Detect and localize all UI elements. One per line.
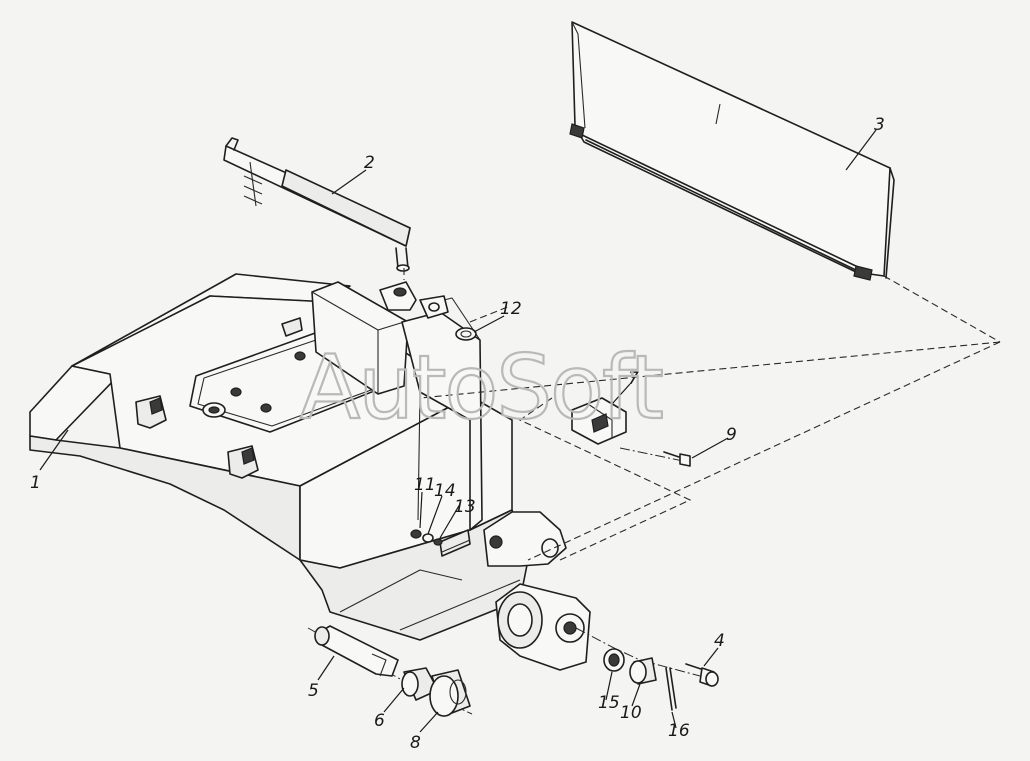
callout-12: 12 bbox=[500, 299, 522, 319]
callout-labels: 1 2 3 4 5 6 7 8 9 10 11 12 13 14 15 16 bbox=[30, 115, 885, 753]
callout-2: 2 bbox=[364, 153, 375, 173]
part-7-clip bbox=[571, 397, 627, 445]
callout-7: 7 bbox=[628, 369, 639, 389]
callout-6: 6 bbox=[374, 711, 385, 731]
part-9-screw bbox=[663, 451, 691, 467]
callout-3: 3 bbox=[874, 115, 885, 135]
callout-leaders bbox=[39, 129, 877, 733]
part-11-14-13-hardware bbox=[410, 529, 443, 546]
part-12-washer bbox=[455, 327, 477, 341]
callout-11: 11 bbox=[414, 475, 436, 495]
part-5-shaft bbox=[314, 625, 399, 677]
part-2-bracket-bar bbox=[223, 137, 411, 272]
callout-4: 4 bbox=[714, 631, 725, 651]
part-16-cotter-pin bbox=[665, 667, 677, 711]
callout-16: 16 bbox=[668, 721, 690, 741]
callout-1: 1 bbox=[30, 473, 41, 493]
callout-5: 5 bbox=[308, 681, 319, 701]
part-8-roller bbox=[429, 669, 471, 717]
part-10-nut bbox=[629, 657, 657, 685]
callout-14: 14 bbox=[434, 481, 456, 501]
callout-13: 13 bbox=[454, 497, 476, 517]
callout-15: 15 bbox=[598, 693, 620, 713]
callout-10: 10 bbox=[620, 703, 642, 723]
watermark-text: AutoSoft bbox=[300, 336, 662, 439]
part-3-rear-shield bbox=[569, 21, 895, 281]
callout-9: 9 bbox=[726, 425, 737, 445]
part-4-bolt bbox=[685, 663, 719, 687]
part-1-main-housing bbox=[29, 273, 591, 671]
callout-8: 8 bbox=[410, 733, 421, 753]
part-15-ring bbox=[603, 648, 625, 672]
